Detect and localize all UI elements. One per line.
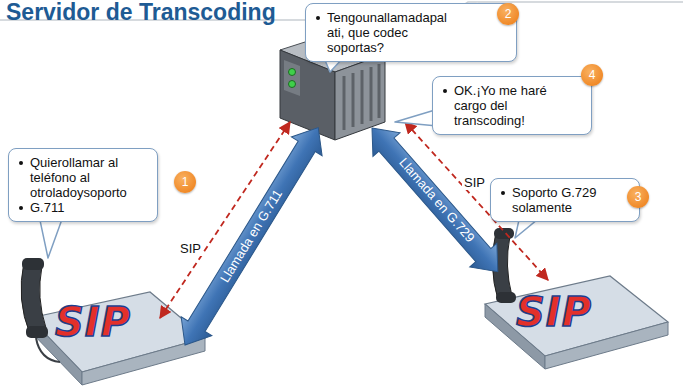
- protocol-label: SIP: [178, 241, 203, 256]
- callout-number: 1: [174, 171, 196, 193]
- sip-phone-icon: [485, 228, 668, 369]
- bullet-text: OK.¡Yo me haré cargo del transcoding!: [454, 83, 565, 128]
- text-row: OK.¡Yo me haré cargo del transcoding!: [441, 83, 565, 128]
- text-row: Soporto G.729 solamente: [499, 185, 631, 215]
- media-label: Llamada en G.729: [396, 155, 478, 245]
- bullet-text: Soporto G.729 solamente: [512, 185, 631, 215]
- callout-number: 2: [497, 3, 519, 25]
- callout-number: 4: [581, 64, 603, 86]
- bullet-text: Quierollamar al teléfono al otroladoysop…: [30, 155, 149, 200]
- text-row: Tengounallamadapal ati, que codec soport…: [314, 10, 466, 55]
- phone-label: SIP: [516, 290, 592, 334]
- callout-number: 3: [627, 186, 649, 208]
- sip-phone: SIP: [55, 300, 131, 344]
- bullet-dot: [19, 206, 23, 210]
- title: Servidor de Transcoding: [6, 0, 276, 25]
- phone-label: SIP: [55, 300, 131, 344]
- speech-bubble: OK.¡Yo me haré cargo del transcoding!: [432, 76, 592, 135]
- bullet-dot: [19, 161, 23, 165]
- bullet-dot: [443, 89, 447, 93]
- text-row: SIP: [55, 300, 131, 344]
- sip-phone: SIP: [516, 290, 592, 334]
- speech-bubble: Tengounallamadapal ati, que codec soport…: [305, 3, 517, 62]
- bullet-text: G.711: [30, 200, 64, 215]
- text-row: Quierollamar al teléfono al otroladoysop…: [17, 155, 149, 200]
- sip-phone-icon: [21, 258, 205, 385]
- media-label: Llamada en G.711: [217, 187, 285, 285]
- bullet-dot: [316, 16, 320, 20]
- media-arrow: [170, 118, 334, 354]
- protocol-label: SIP: [462, 175, 487, 190]
- text-row: G.711: [17, 200, 149, 215]
- media-arrow: [358, 116, 511, 283]
- text-row: SIP: [516, 290, 592, 334]
- speech-bubble: Soporto G.729 solamente: [490, 178, 640, 222]
- bullet-dot: [501, 191, 505, 195]
- bullet-text: Tengounallamadapal ati, que codec soport…: [327, 10, 466, 55]
- speech-bubble: Quierollamar al teléfono al otroladoysop…: [8, 148, 158, 222]
